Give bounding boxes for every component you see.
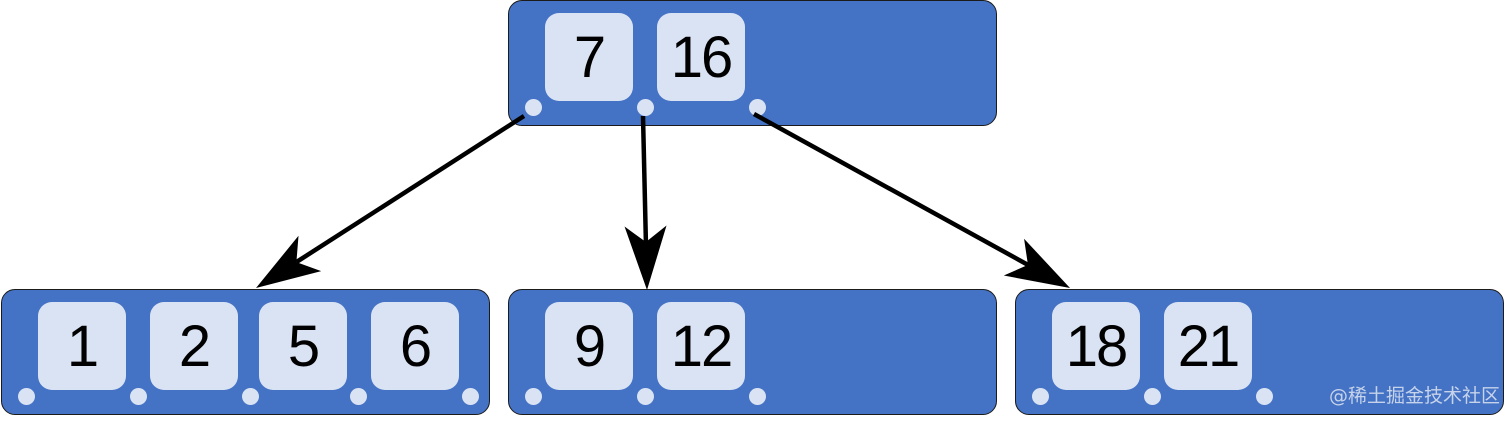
- leaf3-key-21: 21: [1164, 302, 1252, 390]
- leaf2-pointer-0: [524, 388, 542, 405]
- leaf1-pointer-0: [17, 388, 35, 405]
- leaf2-key-12: 12: [657, 302, 745, 390]
- root-pointer-2: [748, 99, 766, 116]
- leaf2-pointer-1: [636, 388, 654, 405]
- leaf1-key-6: 6: [371, 302, 459, 390]
- root-pointer-1: [636, 99, 654, 116]
- edge-arrowhead-child_3: [1003, 238, 1070, 288]
- leaf2-key-9: 9: [545, 302, 633, 390]
- leaf-node-1: 1 2 5 6: [1, 289, 490, 415]
- leaf3-pointer-1: [1143, 388, 1161, 405]
- root-node: 7 16: [508, 0, 997, 126]
- leaf2-pointer-2: [748, 388, 766, 405]
- leaf3-pointer-0: [1031, 388, 1049, 405]
- leaf1-pointer-2: [241, 388, 259, 405]
- edge-line-child_2: [640, 115, 649, 243]
- leaf1-pointer-4: [461, 388, 479, 405]
- leaf1-key-2: 2: [150, 302, 238, 390]
- edge-line-child_1: [295, 114, 526, 264]
- leaf3-key-18: 18: [1052, 302, 1140, 390]
- leaf1-key-1: 1: [38, 302, 126, 390]
- watermark: @稀土掘金技术社区: [1328, 385, 1500, 407]
- edge-arrowhead-child_2: [624, 225, 667, 290]
- root-key-16: 16: [657, 13, 745, 101]
- edge-arrowhead-child_1: [256, 235, 322, 288]
- leaf-node-2: 9 12: [508, 289, 997, 415]
- leaf1-pointer-1: [129, 388, 147, 405]
- edge-line-child_3: [752, 112, 1030, 267]
- root-pointer-0: [524, 99, 542, 116]
- leaf1-pointer-3: [349, 388, 367, 405]
- leaf3-pointer-2: [1255, 388, 1273, 405]
- leaf1-key-5: 5: [259, 302, 347, 390]
- leaf-node-3: 18 21: [1015, 289, 1504, 415]
- root-key-7: 7: [545, 13, 633, 101]
